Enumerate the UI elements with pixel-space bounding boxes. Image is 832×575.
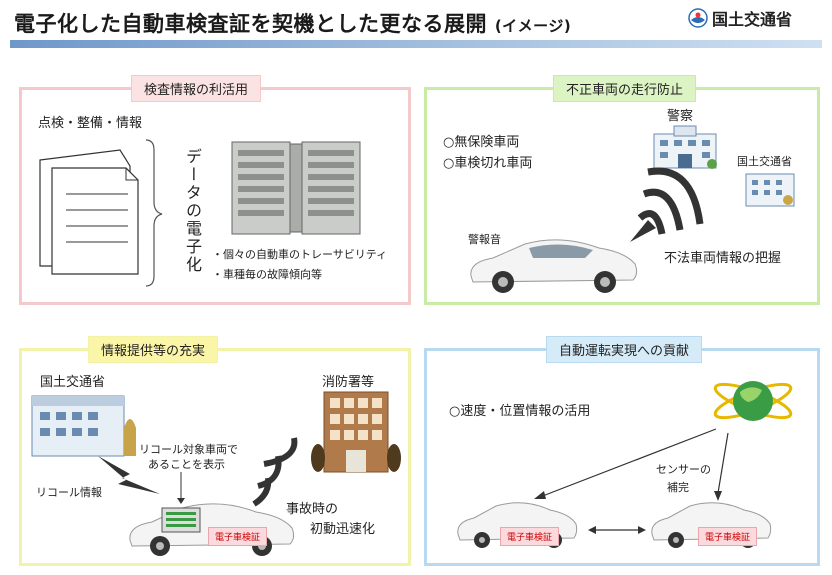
page-subtitle: (イメージ) [494,17,572,35]
ministry-emblem-icon [688,8,708,28]
server-rack-icon [231,141,361,235]
speed-position-item: ○速度・位置情報の活用 [449,404,591,419]
expired-inspection-item: ○車検切れ車両 [443,156,533,171]
recall-note-line1: リコール対象車両で [139,443,238,456]
title-underline [10,40,822,48]
e-inspection-badge: 電子車検証 [208,527,268,546]
emergency-signal-icon [252,437,298,507]
mlit-building-icon [745,173,795,207]
digitization-label: データの電子化 [183,148,202,274]
recall-info-label: リコール情報 [36,486,102,499]
failure-trend-bullet: ・車種毎の故障傾向等 [212,268,322,281]
brace-icon [145,139,163,287]
accident-line2: 初動迅速化 [310,522,376,537]
panel-fraud-title: 不正車両の走行防止 [553,75,697,102]
inspection-label: 点検・整備・情報 [38,116,143,131]
e-inspection-badge-right: 電子車検証 [698,527,758,546]
car-icon [470,239,638,293]
documents-icon [39,149,139,275]
sensor-arrows-icon [534,428,729,501]
ministry-logo: 国土交通省 [688,6,792,30]
police-label: 警察 [667,109,694,124]
fire-station-label: 消防署等 [322,375,375,390]
police-building-icon [653,125,717,169]
e-inspection-badge-left: 電子車検証 [500,527,560,546]
panel-autonomous-title: 自動運転実現への貢献 [546,336,703,363]
logo-text: 国土交通省 [712,10,793,29]
mlit-building-large-icon [31,395,136,457]
alarm-label: 警報音 [468,233,501,246]
sensor-line2: 補完 [667,481,689,494]
fraud-mlit-label: 国土交通省 [737,155,792,168]
panel-inspection-title: 検査情報の利活用 [131,75,262,102]
accident-line1: 事故時の [286,502,339,517]
sensor-line1: センサーの [656,463,711,476]
fire-station-building-icon [311,391,401,473]
info-mlit-label: 国土交通省 [40,375,106,390]
illegal-vehicle-label: 不法車両情報の把握 [664,251,782,266]
satellite-globe-icon [713,381,793,421]
panel-info-title: 情報提供等の充実 [88,336,219,363]
traceability-bullet: ・個々の自動車のトレーサビリティ [212,248,388,261]
page-title-text: 電子化した自動車検査証を契機とした更なる展開 [14,12,487,36]
recall-note-line2: あることを表示 [148,458,225,471]
page-title: 電子化した自動車検査証を契機とした更なる展開 (イメージ) [14,8,571,38]
vehicle-communication-arrow-icon [588,526,646,534]
uninsured-item: ○無保険車両 [443,135,520,150]
signal-waves-icon [630,167,704,242]
recall-signal-icon [98,456,160,494]
pointer-line-icon [177,472,185,504]
